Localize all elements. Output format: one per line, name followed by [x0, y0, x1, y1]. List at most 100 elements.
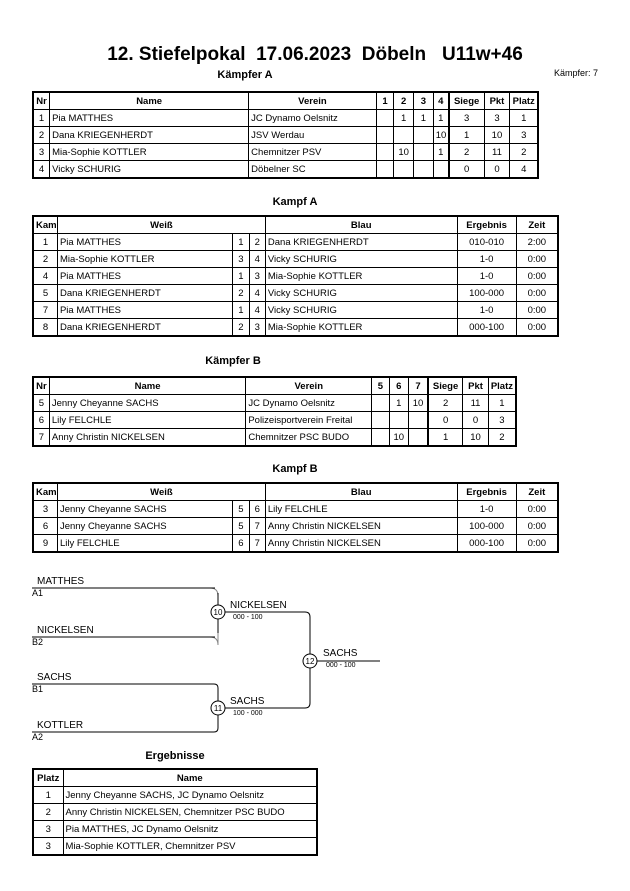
table-cell: 11 [483, 143, 511, 161]
table-cell: 000-100 [456, 318, 517, 337]
results-heading: Ergebnisse [145, 750, 205, 762]
col-header: Blau [264, 215, 458, 234]
table-cell: Vicky SCHURIG [264, 250, 458, 268]
col-header: Platz [32, 768, 64, 787]
table-cell: Polizeisportverein Freital [245, 411, 373, 429]
table-cell: 6 [32, 517, 58, 535]
table-cell: 2 [487, 428, 517, 447]
table-cell: Pia MATTHES [56, 233, 234, 251]
table-cell [371, 394, 390, 412]
table-cell: 3 [447, 109, 485, 127]
match-10-winner: NICKELSEN [230, 600, 287, 611]
bracket-player-1: MATTHES [37, 576, 85, 587]
table-cell: Anny Christin NICKELSEN [48, 428, 247, 447]
col-header: 1 [375, 91, 395, 110]
col-header: Blau [264, 482, 458, 501]
table-cell: Dana KRIEGENHERDT [49, 126, 250, 144]
table-cell: 1 [32, 233, 58, 251]
table-cell: 0 [426, 411, 464, 429]
col-header: Zeit [515, 215, 559, 234]
match-10-score: 000 - 100 [233, 614, 263, 621]
bracket-player-4: KOTTLER [37, 720, 84, 731]
match-12-winner: SACHS [323, 648, 358, 659]
col-header: Name [62, 768, 318, 787]
table-cell: 11 [462, 394, 489, 412]
table-cell: Mia-Sophie KOTTLER, Chemnitzer PSV [62, 837, 318, 856]
table-cell: 1 [432, 109, 450, 127]
table-cell: 4 [248, 301, 266, 319]
table-cell: Jenny Cheyanne SACHS [56, 517, 234, 535]
table-cell [413, 160, 434, 179]
pool-b-header-row: Nr Name Verein 5 6 7 Siege Pkt Platz [32, 376, 517, 395]
table-cell: 3 [32, 500, 58, 518]
col-header: 7 [408, 376, 429, 395]
match-11-winner: SACHS [230, 696, 265, 707]
table-cell: 4 [248, 284, 266, 302]
pool-a-header-row: Nr Name Verein 1 2 3 4 Siege Pkt Platz [32, 91, 539, 110]
col-header: 4 [432, 91, 450, 110]
bracket-seed-2: B2 [32, 637, 44, 647]
table-cell: 2 [248, 233, 266, 251]
match-11-circle [210, 700, 226, 716]
table-cell [375, 109, 395, 127]
table-cell: 1 [432, 143, 450, 161]
col-header: Weiß [56, 482, 266, 501]
col-header: Siege [426, 376, 464, 395]
table-cell: Anny Christin NICKELSEN [264, 534, 458, 553]
table-cell: Mia-Sophie KOTTLER [49, 143, 250, 161]
table-cell: 0:00 [515, 267, 559, 285]
table-cell: 1 [447, 126, 485, 144]
table-cell: 0:00 [515, 284, 559, 302]
table-cell: 1-0 [456, 250, 517, 268]
table-cell: 3 [32, 143, 51, 161]
col-header: 5 [371, 376, 390, 395]
match-12-number: 12 [306, 657, 315, 666]
table-cell: 4 [248, 250, 266, 268]
table-cell [375, 160, 395, 179]
table-cell: 5 [32, 394, 50, 412]
table-cell [393, 160, 415, 179]
table-cell: Anny Christin NICKELSEN [264, 517, 458, 535]
pool-b-heading: Kämpfer B [205, 355, 261, 367]
table-cell: 2 [232, 284, 250, 302]
col-header: Nr [32, 91, 51, 110]
table-cell: JSV Werdau [248, 126, 377, 144]
table-cell: 10 [462, 428, 489, 447]
table-cell: Döbelner SC [248, 160, 377, 179]
table-cell: Lily FELCHLE [48, 411, 247, 429]
table-cell: 100-000 [456, 517, 517, 535]
table-cell: 1 [487, 394, 517, 412]
table-cell: Lily FELCHLE [56, 534, 234, 553]
table-cell: 3 [232, 250, 250, 268]
table-cell: Dana KRIEGENHERDT [56, 284, 234, 302]
table-cell [388, 411, 410, 429]
table-cell: 1 [32, 786, 64, 804]
table-cell: Pia MATTHES [49, 109, 250, 127]
col-header: Ergebnis [456, 215, 517, 234]
bracket-seed-1: A1 [32, 588, 44, 598]
page-title: 12. Stiefelpokal 17.06.2023 Döbeln U11w+… [107, 44, 523, 65]
table-cell: 10 [408, 394, 429, 412]
col-header: Kampf [32, 482, 58, 501]
table-cell: 6 [32, 411, 50, 429]
table-cell: 2 [32, 803, 64, 821]
table-cell: JC Dynamo Oelsnitz [248, 109, 377, 127]
table-cell: Jenny Cheyanne SACHS [48, 394, 247, 412]
table-cell: 1 [388, 394, 410, 412]
table-cell [371, 428, 390, 447]
col-header: Name [49, 91, 250, 110]
